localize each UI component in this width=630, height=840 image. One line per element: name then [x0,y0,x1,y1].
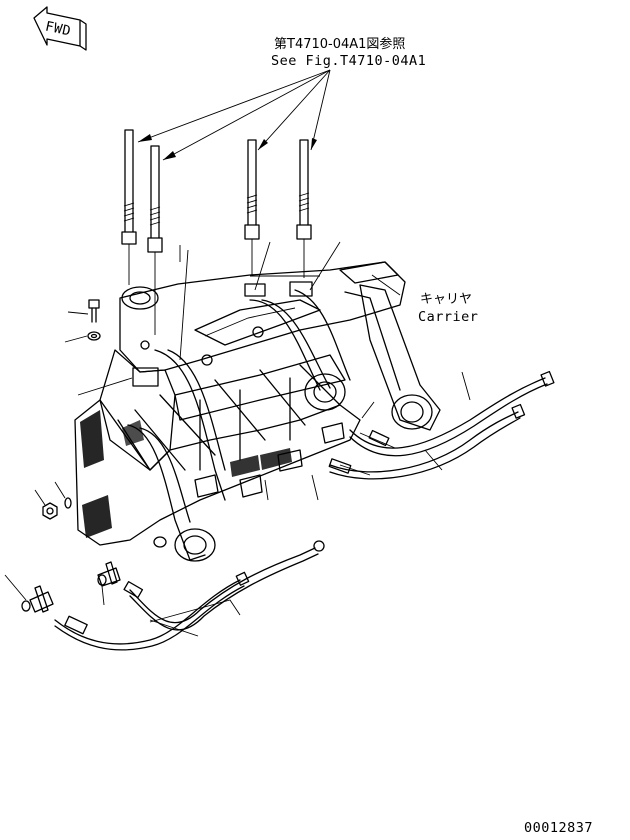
hoses-left [54,540,325,651]
carrier-label-jp: キャリヤ [420,292,472,307]
callout-leaders [4,241,471,637]
lever-arms [127,284,441,561]
carrier-label-en: Carrier [418,309,478,325]
hoses-right [328,370,555,480]
fwd-label: FWD [44,18,73,39]
fwd-arrow-icon: FWD [33,6,87,51]
reference-label-en: See Fig.T4710-04A1 [271,53,426,69]
carrier-frame [74,261,406,546]
loose-fittings [21,299,121,613]
brackets [132,281,345,498]
control-rods [121,129,312,335]
reference-label-jp: 第T4710-04A1図参照 [274,36,405,52]
pivot-bosses [153,373,433,562]
reference-leaders [137,69,331,161]
drawing-number: 00012837 [524,820,593,836]
